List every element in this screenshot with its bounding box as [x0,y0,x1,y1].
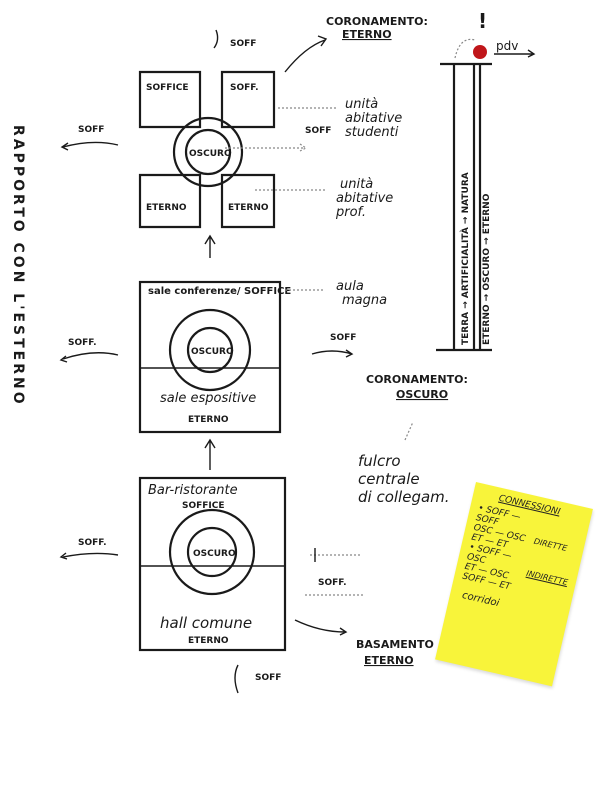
mid-block: sale conferenze/ SOFFICE OSCURO sale esp… [138,280,291,434]
section-left-column: TERRA → ARTIFICIALITÀ → NATURA [459,172,471,345]
crown-mid-value: OSCURO [396,388,448,401]
top-ne-label: SOFF. [230,83,259,93]
note-text: aula [336,279,364,294]
section-right-column: ETERNO → OSCURO → ETERNO [482,193,492,345]
base-value: ETERNO [364,654,414,667]
soff-label: SOFF [255,673,281,683]
note-text: magna [342,293,387,308]
note-text: prof. [335,205,366,220]
note-text: di collegam. [358,488,450,506]
bot-top-label: Bar-ristorante [148,483,238,498]
annotations: CORONAMENTO: ETERNO ! unità abitative st… [255,9,487,667]
soff-arrows: SOFF SOFF SOFF SOFF. SOFF SOFF. SOFF. SO… [59,29,365,694]
crown-top-value: ETERNO [342,28,392,41]
top-block: SOFFICE SOFF. ETERNO ETERNO OSCURO [138,70,276,229]
base-label: BASAMENTO [356,638,434,651]
mid-bottom-sub: ETERNO [188,415,229,425]
dirette-label: DIRETTE [532,536,569,554]
indirette-label: INDIRETTE [525,568,569,588]
soff-label: SOFF [78,125,104,135]
soff-label: SOFF. [318,578,347,588]
exclaim-mark: ! [478,9,487,33]
viewpoint-marker [473,45,487,59]
note-text: abitative [345,111,402,126]
soff-label: SOFF [305,126,331,136]
note-text: studenti [345,125,399,140]
section-tower: pdv TERRA → ARTIFICIALITÀ → NATURA ETERN… [436,38,536,352]
mid-center-label: OSCURO [191,347,234,357]
top-center-label: OSCURO [189,149,232,159]
bot-center-label: OSCURO [193,549,236,559]
pdv-label: pdv [496,39,518,53]
note-text: abitative [336,191,393,206]
top-nw-label: SOFFICE [146,83,189,93]
note-text: fulcro [358,452,401,470]
soff-label: SOFF. [78,538,107,548]
bot-bottom-label: hall comune [160,614,252,632]
soff-label: SOFF. [68,338,97,348]
side-title: RAPPORTO CON L'ESTERNO [10,125,26,407]
top-sw-label: ETERNO [146,203,187,213]
note-text: unità [340,177,373,192]
crown-mid-label: CORONAMENTO: [366,373,468,386]
crown-top-label: CORONAMENTO: [326,15,428,28]
note-text: centrale [358,470,420,488]
note-text: unità [345,97,378,112]
mid-bottom-label: sale espositive [160,391,256,406]
bot-bottom-sub: ETERNO [188,636,229,646]
mid-top-label: sale conferenze/ SOFFICE [148,286,291,297]
bottom-block: Bar-ristorante SOFFICE OSCURO hall comun… [138,476,287,652]
soff-label: SOFF [230,39,256,49]
soff-label: SOFF [330,333,356,343]
bot-top-sub: SOFFICE [182,501,225,511]
top-se-label: ETERNO [228,203,269,213]
